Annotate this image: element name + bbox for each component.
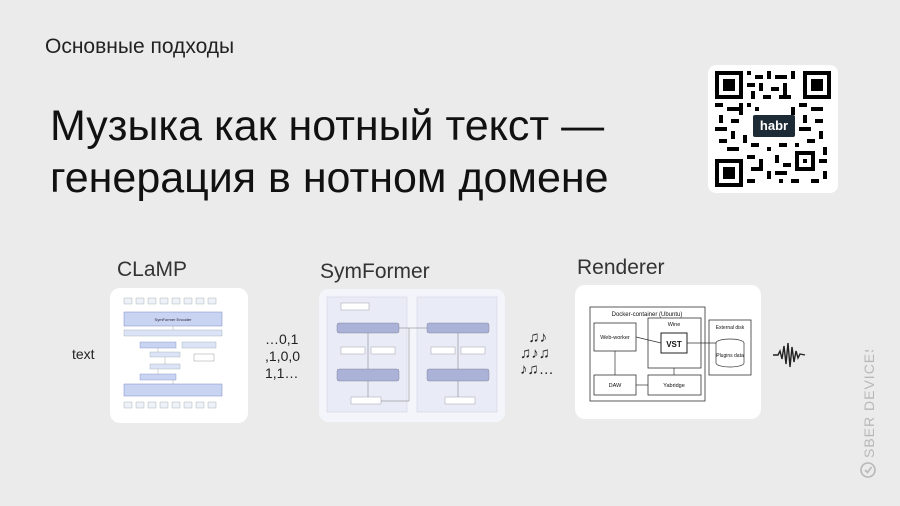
symformer-architecture-diagram <box>319 289 505 422</box>
input-text-label: text <box>72 346 95 362</box>
renderer-webworker-text: Web-worker <box>600 335 630 341</box>
habr-badge: habr <box>753 115 795 137</box>
token-sequence: …0,1 ,1,0,0 1,1… <box>265 331 300 382</box>
symformer-diagram-card <box>319 289 505 422</box>
token-sequence-line-2: ,1,0,0 <box>265 348 301 364</box>
qr-pattern <box>715 71 831 187</box>
renderer-diagram-card: Docker-container (Ubuntu) Web-worker Win… <box>575 285 761 419</box>
renderer-title: Renderer <box>577 256 665 279</box>
title-line-1: Музыка как нотный текст — <box>50 102 605 150</box>
music-notes-icon: ♫♪ ♫♪♫ ♪♫… <box>520 330 560 380</box>
renderer-container-text: Docker-container (Ubuntu) <box>612 312 683 318</box>
clamp-title: CLaMP <box>117 258 188 281</box>
notes-row-2: ♫♪♫ <box>520 345 550 362</box>
sound-wave-icon <box>772 338 806 372</box>
renderer-vst-text: VST <box>666 340 682 349</box>
renderer-daw-text: DAW <box>609 383 622 389</box>
token-sequence-line-1: …0,1 <box>265 331 299 347</box>
slide-title: Музыка как нотный текст — генерация в но… <box>50 100 690 204</box>
renderer-extdisk-text: External disk <box>716 325 745 331</box>
section-label: Основные подходы <box>45 35 235 58</box>
renderer-architecture-diagram: Docker-container (Ubuntu) Web-worker Win… <box>589 306 752 402</box>
title-line-2: генерация в нотном домене <box>50 154 609 202</box>
clamp-diagram-card: SymFormer Encoder <box>110 288 248 423</box>
notes-row-1: ♫♪ <box>520 329 548 346</box>
token-sequence-line-3: 1,1… <box>265 365 299 381</box>
renderer-wine-text: Wine <box>668 322 681 328</box>
symformer-title: SymFormer <box>320 260 430 283</box>
notes-row-3: ♪♫… <box>520 361 554 378</box>
clamp-encoder-text: SymFormer Encoder <box>155 317 193 322</box>
sber-devices-logo: SBER DEVICES <box>856 343 880 480</box>
notes-ellipsis: … <box>538 361 554 378</box>
clamp-architecture-diagram: SymFormer Encoder <box>123 297 223 409</box>
renderer-plugins-text: Plugins data <box>716 353 744 359</box>
brand-text: SBER DEVICES <box>861 350 877 458</box>
renderer-yabridge-text: Yabridge <box>663 383 685 389</box>
qr-code[interactable]: habr <box>708 65 838 193</box>
